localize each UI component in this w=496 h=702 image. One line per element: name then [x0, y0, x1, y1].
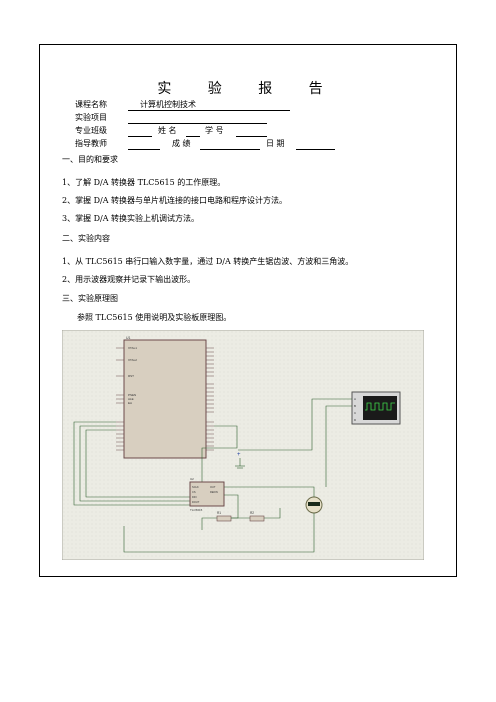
student-id-underline [236, 136, 267, 137]
dac-pin-label: REFIN [210, 490, 218, 494]
mcu-chip [123, 339, 207, 459]
circuit-schematic: U1 XTAL1 XTAL2 RST PSEN ALE EA [62, 330, 424, 560]
ground-symbol [235, 458, 245, 469]
grade-label: 成 绩 [172, 139, 191, 148]
scope-channel-d: D [354, 418, 357, 422]
dac-pin-label: CS [192, 490, 196, 494]
resistor-r1 [216, 515, 232, 522]
mcu-ref: U1 [126, 336, 131, 340]
voltmeter-display [308, 502, 320, 506]
mcu-pin-label: EA [128, 401, 132, 405]
section-1-item-1: 1、了解 D/A 转换器 TLC5615 的工作原理。 [62, 178, 226, 187]
teacher-label: 指导教师 [75, 139, 107, 148]
section-3-item-1: 参照 TLC5615 使用说明及实验板原理图。 [77, 313, 232, 322]
scope-channel-c: C [354, 411, 357, 415]
mcu-pin-label: XTAL2 [128, 358, 137, 362]
course-underline [128, 110, 290, 111]
resistor-r1-label: R1 [217, 511, 221, 515]
section-2-item-2: 2、用示波器观察并记录下输出波形。 [62, 275, 196, 284]
scope-channel-b: B [354, 404, 356, 408]
schematic-background [62, 330, 424, 560]
student-id-label: 学 号 [205, 126, 224, 135]
resistor-r2 [249, 515, 265, 522]
scope-channel-a: A [354, 397, 356, 401]
section-2-item-1: 1、从 TLC5615 串行口输入数字量，通过 D/A 转换产生锯齿波、方波和三… [62, 257, 354, 266]
course-label: 课程名称 [75, 100, 107, 109]
vcc-marker: + [237, 452, 241, 458]
mcu-pin-label: RST [128, 374, 134, 378]
section-heading-1: 一、目的和要求 [62, 155, 118, 164]
section-1-item-3: 3、掌握 D/A 转换实验上机调试方法。 [62, 214, 200, 223]
section-heading-2: 二、实验内容 [62, 234, 110, 243]
section-heading-3: 三、实验原理图 [62, 294, 118, 303]
project-underline [128, 123, 267, 124]
course-value: 计算机控制技术 [140, 100, 196, 109]
dac-pin-label: DOUT [192, 500, 200, 504]
project-label: 实验项目 [75, 113, 107, 122]
teacher-underline [128, 149, 160, 150]
signal-wires [73, 421, 238, 506]
dac-chip [189, 481, 225, 507]
dac-pin-label: OUT [210, 485, 216, 489]
date-label: 日 期 [266, 139, 285, 148]
dac-ref: U2 [190, 477, 194, 481]
report-title: 实 验 报 告 [157, 81, 339, 97]
grade-underline [200, 149, 260, 150]
mcu-pin-label: ALE [128, 397, 134, 401]
mcu-pin-label: XTAL1 [128, 346, 137, 350]
dac-pin-label: DIN [192, 495, 197, 499]
major-label: 专业班级 [75, 126, 107, 135]
oscilloscope-trace [365, 402, 395, 411]
major-underline [128, 136, 152, 137]
dac-part: TLC5615 [190, 508, 203, 512]
dac-pin-label: SCLK [192, 485, 199, 489]
mcu-pin-label: PSEN [128, 393, 136, 397]
oscilloscope-screen [363, 396, 397, 420]
name-label: 姓 名 [158, 126, 177, 135]
resistor-r2-label: R2 [250, 511, 254, 515]
section-1-item-2: 2、掌握 D/A 转换器与单片机连接的接口电路和程序设计方法。 [62, 196, 288, 205]
name-underline [186, 136, 200, 137]
date-underline [296, 149, 335, 150]
report-frame [39, 44, 457, 577]
